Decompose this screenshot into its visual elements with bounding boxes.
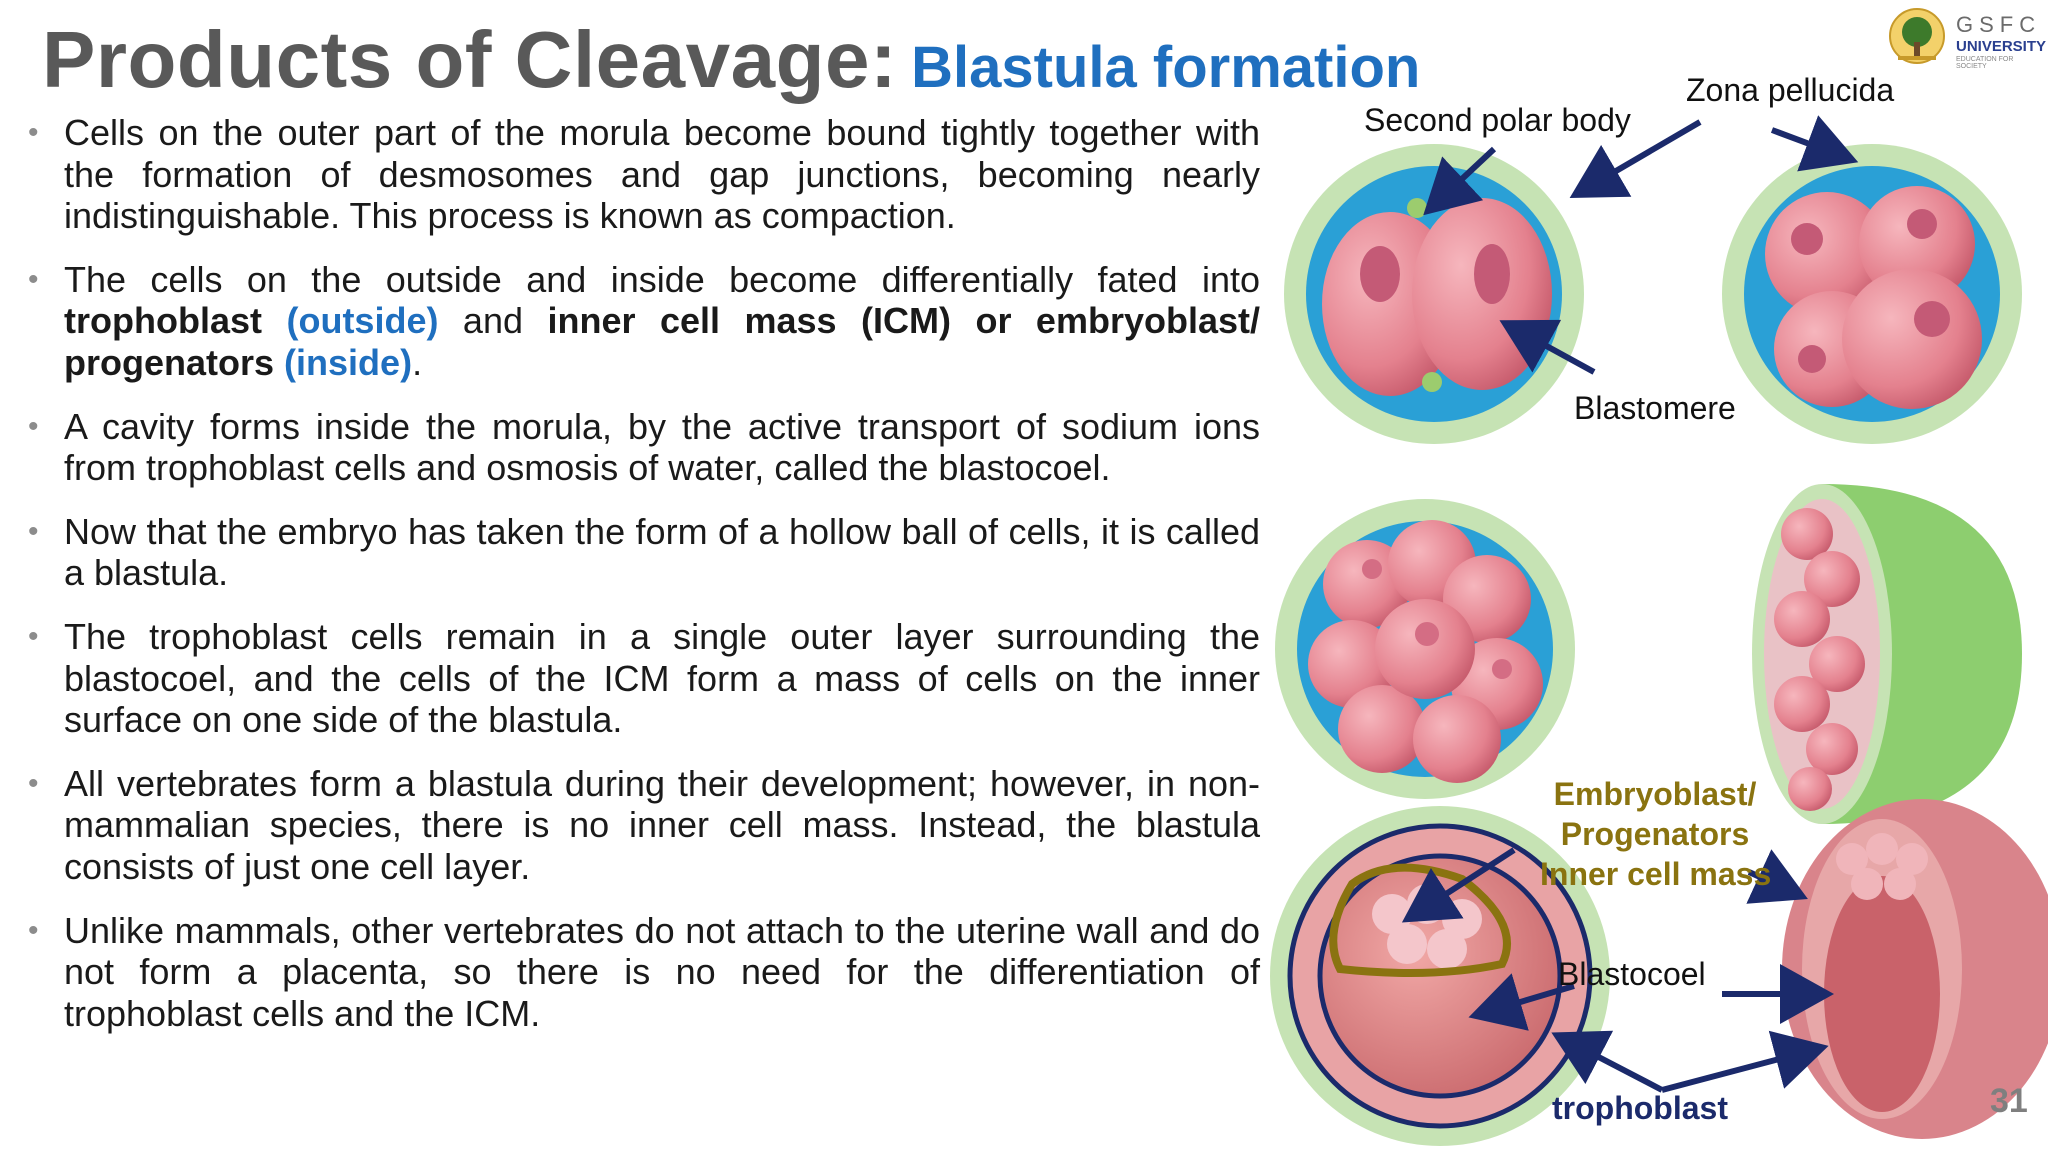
title-subtitle: Blastula formation <box>911 35 1421 100</box>
morula-embryo <box>1275 499 1575 799</box>
bullet-text: inner cell mass (ICM) or embryoblast/ pr… <box>64 300 1260 383</box>
blastula-illustration <box>1270 115 2048 1146</box>
pointer-arrows <box>1401 115 1859 1093</box>
label-embryoblast-line3: Inner cell mass <box>1540 856 1772 892</box>
four-cell-embryo <box>1722 144 2022 444</box>
label-blastomere: Blastomere <box>1574 390 1736 426</box>
bullet-text: (inside) <box>284 341 413 383</box>
university-logo: GSFC UNIVERSITY EDUCATION FOR SOCIETY <box>1888 6 2046 70</box>
logo-text-gsfc: GSFC <box>1956 12 2042 37</box>
bullet-dot-icon: • <box>28 262 39 296</box>
label-embryoblast-line2: Progenators <box>1560 816 1750 852</box>
bullet-text <box>274 342 284 383</box>
label-zona-pellucida: Zona pellucida <box>1686 72 1895 108</box>
two-cell-embryo <box>1284 144 1584 444</box>
blastocyst-cross-section <box>1270 806 1610 1146</box>
blastula-figure: Zona pellucida Second polar body Blastom… <box>1262 64 2048 1152</box>
bullet-text <box>262 300 286 341</box>
label-trophoblast: trophoblast <box>1552 1090 1728 1126</box>
bullet-item: • Cells on the outer part of the morula b… <box>28 112 1260 237</box>
bullet-item: • The cells on the outside and inside bec… <box>28 259 1260 384</box>
bullet-text: Cells on the outer part of the morula be… <box>64 112 1260 237</box>
bullet-dot-icon: • <box>28 619 39 653</box>
bullet-item: • Now that the embryo has taken the form … <box>28 511 1260 594</box>
bullet-text: . <box>412 341 423 383</box>
bullet-text: The trophoblast cells remain in a single… <box>64 615 1260 741</box>
bullet-text: All vertebrates form a blastula during t… <box>64 762 1260 887</box>
bullet-item: • All vertebrates form a blastula during … <box>28 763 1260 888</box>
blastocyst-3d <box>1782 799 2048 1139</box>
bullet-item: • A cavity forms inside the morula, by th… <box>28 406 1260 489</box>
bullet-text: A cavity forms inside the morula, by the… <box>64 405 1260 489</box>
label-blastocoel: Blastocoel <box>1558 956 1706 992</box>
slide-title: Products of Cleavage:Blastula formation <box>42 14 1420 106</box>
sectioned-morula <box>1752 484 2022 824</box>
label-second-polar-body: Second polar body <box>1364 102 1631 138</box>
tree-seal-icon <box>1889 8 1945 64</box>
bullet-text: (outside) <box>286 300 439 342</box>
bullet-dot-icon: • <box>28 913 39 947</box>
bullet-dot-icon: • <box>28 514 39 548</box>
label-embryoblast-line1: Embryoblast/ <box>1553 776 1757 812</box>
bullet-list: • Cells on the outer part of the morula b… <box>28 112 1260 1056</box>
logo-tagline: EDUCATION FOR SOCIETY <box>1956 56 2014 70</box>
title-main: Products of Cleavage: <box>42 15 898 104</box>
bullet-item: • Unlike mammals, other vertebrates do no… <box>28 910 1260 1035</box>
bullet-text: The cells on the outside and inside beco… <box>64 258 1260 300</box>
label-embryoblast: Embryoblast/ Progenators Inner cell mass <box>1540 774 1772 894</box>
bullet-item: • The trophoblast cells remain in a singl… <box>28 616 1260 741</box>
bullet-text: trophoblast <box>64 300 262 342</box>
bullet-text: and <box>438 300 548 342</box>
bullet-text: Unlike mammals, other vertebrates do not… <box>64 909 1260 1034</box>
bullet-text: Now that the embryo has taken the form o… <box>64 510 1260 594</box>
bullet-dot-icon: • <box>28 409 39 443</box>
bullet-dot-icon: • <box>28 766 39 800</box>
logo-text-university: UNIVERSITY <box>1956 38 2047 55</box>
bullet-dot-icon: • <box>28 116 39 149</box>
page-number: 31 <box>1990 1082 2028 1120</box>
